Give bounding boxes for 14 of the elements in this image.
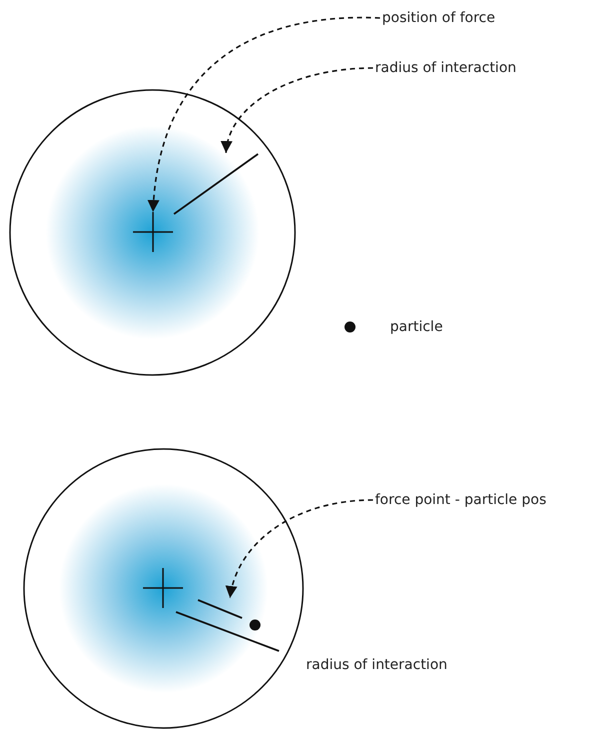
dashed-arrow [148, 17, 380, 212]
annotation-text: position of force [382, 9, 496, 27]
distance-line [196, 598, 244, 620]
distance-line [173, 153, 259, 216]
interaction-circle [23, 448, 304, 729]
annotation-text: particle [390, 318, 443, 336]
annotation-text: radius of interaction [375, 59, 516, 77]
dashed-arrow [226, 499, 374, 598]
annotation-text: radius of interaction [306, 656, 448, 674]
center-cross [143, 568, 183, 608]
center-cross [133, 212, 173, 252]
annotation-text: force point - particle pos [375, 491, 546, 509]
dashed-arrow [222, 67, 374, 154]
interaction-circle [9, 89, 296, 376]
